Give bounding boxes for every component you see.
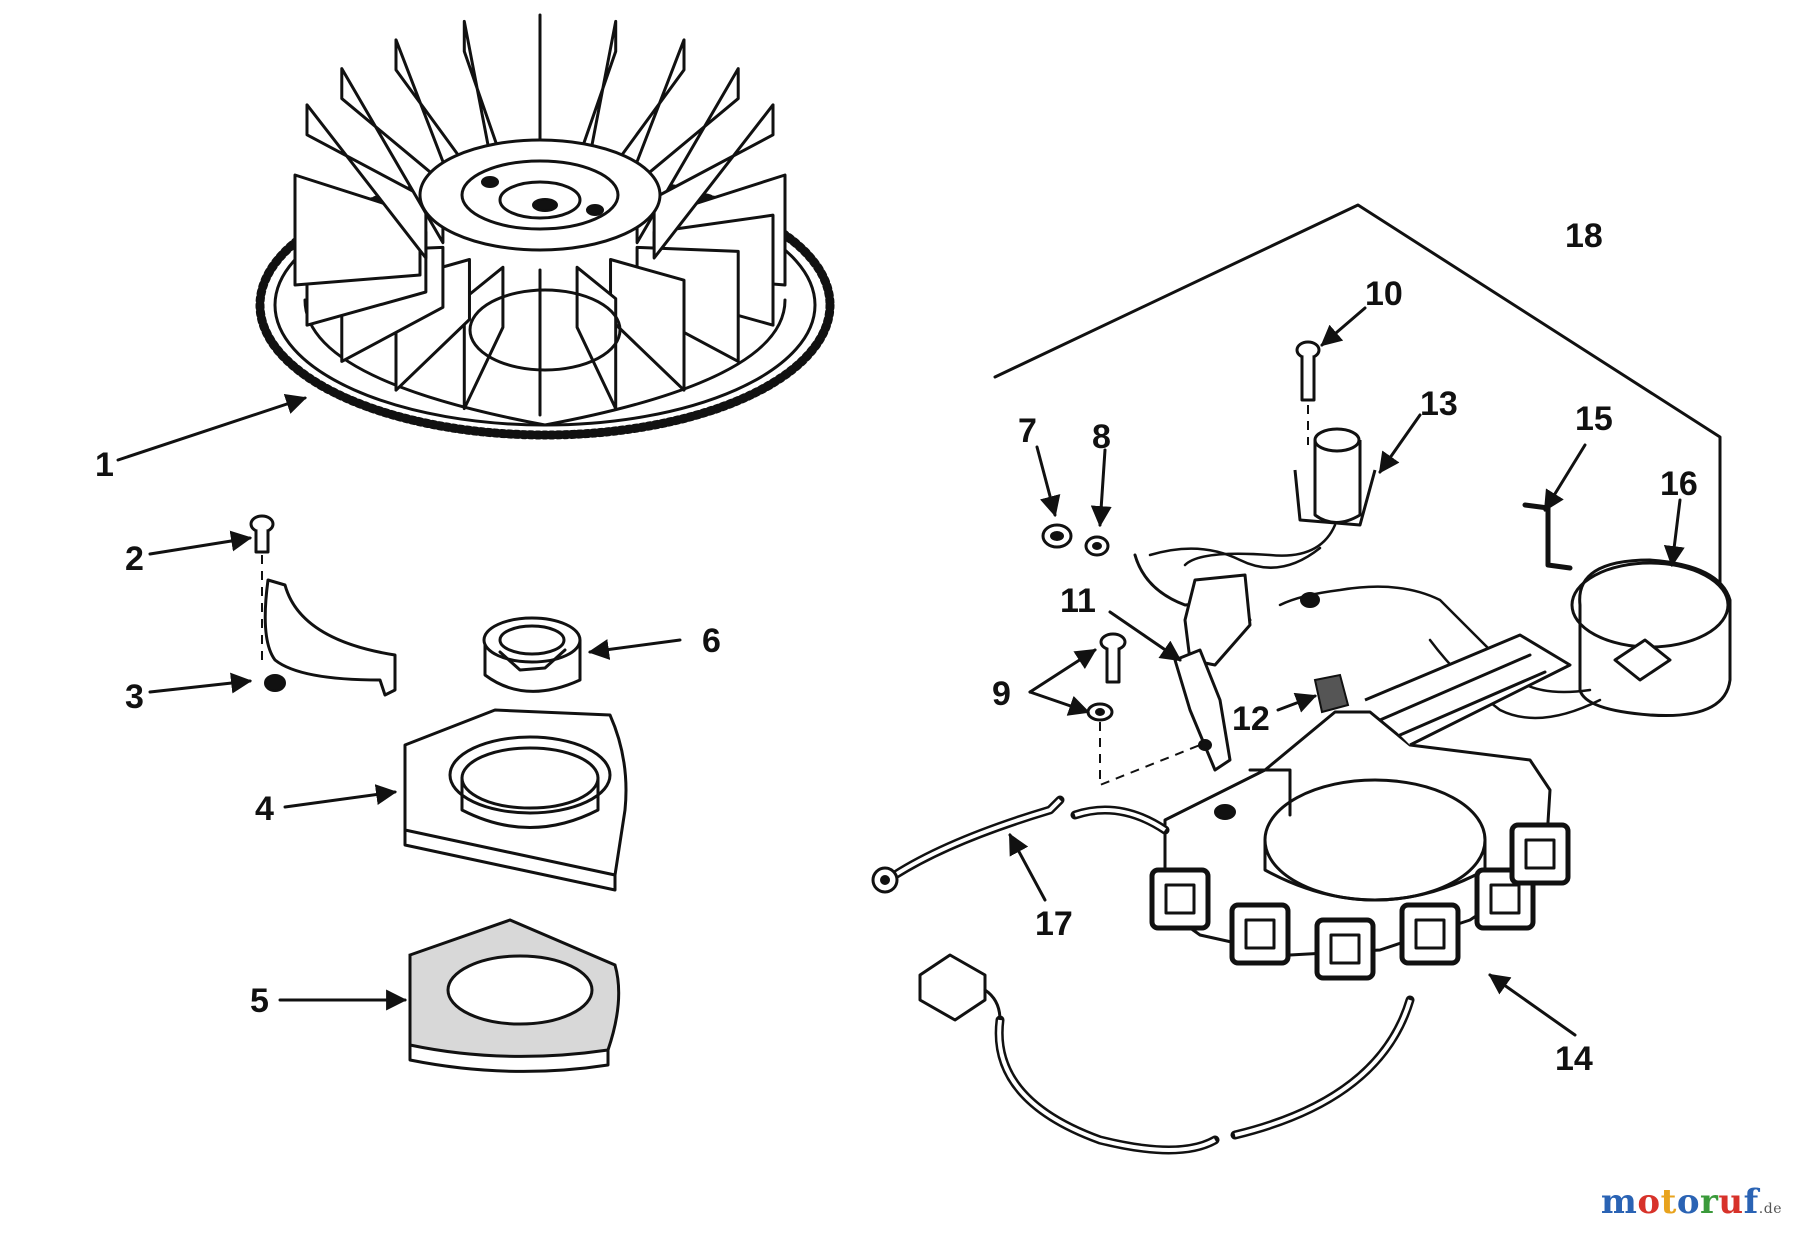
callout-3: 3 <box>125 678 144 716</box>
screw-icon <box>1086 632 1201 787</box>
callout-labels: 1 2 3 4 5 6 7 8 9 10 11 12 13 14 15 16 1… <box>95 217 1698 1078</box>
fan-blade <box>652 103 775 260</box>
watermark-letter: o <box>1637 1182 1661 1222</box>
callout-8: 8 <box>1092 418 1111 456</box>
leader-arrow-14 <box>1488 973 1577 1037</box>
bracket-icon <box>263 578 397 697</box>
site-watermark: motoruf.de <box>1601 1182 1782 1222</box>
leader-arrow-2 <box>148 530 253 556</box>
leader-arrow-8 <box>1090 448 1112 528</box>
leader-arrow-11 <box>1108 610 1182 662</box>
stator-plate-icon <box>1149 633 1572 981</box>
callout-7: 7 <box>1018 412 1037 450</box>
leader-arrows <box>116 306 1685 1037</box>
callout-4: 4 <box>255 790 274 828</box>
fan-blade <box>293 173 422 287</box>
flywheel-icon <box>255 13 835 440</box>
callout-1: 1 <box>95 446 114 484</box>
callout-5: 5 <box>250 982 269 1020</box>
breaker-points-icon <box>1133 546 1322 772</box>
callout-15: 15 <box>1575 400 1613 438</box>
stator-coil <box>1229 902 1291 966</box>
leader-arrow-7 <box>1035 445 1061 518</box>
leader-arrow-10 <box>1320 306 1367 347</box>
screw-icon <box>249 514 275 660</box>
washer-icon <box>1084 535 1110 557</box>
callout-6: 6 <box>702 622 721 660</box>
stator-coil <box>1474 867 1536 931</box>
stator-coils <box>1149 822 1571 981</box>
callout-13: 13 <box>1420 385 1458 423</box>
leader-arrow-9b <box>1028 690 1090 716</box>
screw-icon <box>1295 340 1321 445</box>
leader-arrow-4 <box>283 784 398 809</box>
callout-18: 18 <box>1565 217 1603 255</box>
stator-coil <box>1399 902 1461 966</box>
fan-blade <box>575 265 618 411</box>
bracket-icon <box>1522 502 1573 571</box>
leader-arrow-9a <box>1028 648 1097 694</box>
callout-2: 2 <box>125 540 144 578</box>
watermark-letter: o <box>1676 1182 1700 1222</box>
cam-ring-icon <box>403 708 628 892</box>
stator-coil <box>1314 917 1376 981</box>
callout-9: 9 <box>992 675 1011 713</box>
stator-coil <box>1509 822 1571 886</box>
callout-14: 14 <box>1555 1040 1593 1078</box>
leader-arrow-17 <box>1008 833 1047 902</box>
leader-arrow-12 <box>1276 692 1317 713</box>
watermark-letter: t <box>1660 1182 1677 1222</box>
callout-10: 10 <box>1365 275 1403 313</box>
connector-icon <box>918 953 1415 1155</box>
spacer-icon <box>482 616 582 693</box>
leader-arrow-13 <box>1378 413 1422 474</box>
callout-17: 17 <box>1035 905 1073 943</box>
leader-arrow-1 <box>116 393 307 462</box>
watermark-letter: f <box>1743 1182 1759 1222</box>
capacitor-icon <box>1183 427 1377 567</box>
stator-coil <box>1149 867 1211 931</box>
watermark-letter: u <box>1718 1182 1744 1222</box>
watermark-logo: motoruf <box>1601 1182 1759 1222</box>
felt-ring-icon <box>408 918 621 1073</box>
leader-arrow-6 <box>587 638 682 660</box>
fan-blade <box>305 103 428 260</box>
lead-wire-icon <box>871 795 1170 894</box>
watermark-letter: m <box>1600 1182 1638 1222</box>
felt-ring-icon <box>1313 673 1350 714</box>
callout-12: 12 <box>1232 700 1270 738</box>
watermark-letter: r <box>1700 1182 1719 1222</box>
callout-11: 11 <box>1060 582 1096 620</box>
leader-arrow-16 <box>1663 498 1685 568</box>
leader-arrow-15 <box>1543 443 1587 512</box>
ignition-coil-icon <box>1278 558 1732 720</box>
watermark-tld: .de <box>1758 1201 1782 1217</box>
callout-16: 16 <box>1660 465 1698 503</box>
nut-icon <box>1041 523 1073 549</box>
leader-arrow-3 <box>148 672 253 694</box>
